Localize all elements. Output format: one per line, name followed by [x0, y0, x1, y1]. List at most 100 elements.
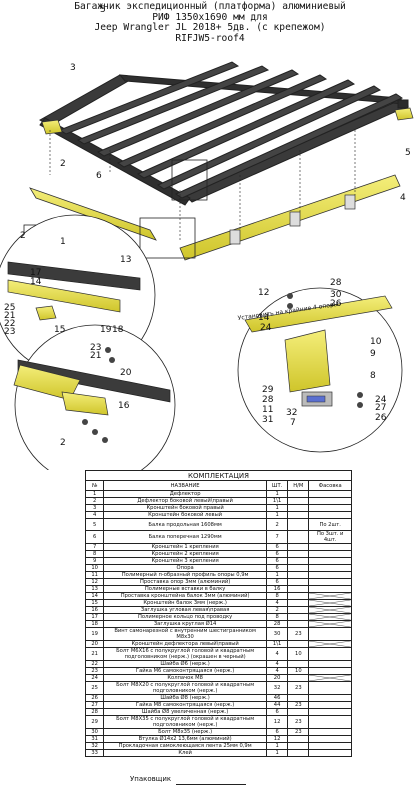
- row-num: 7: [84, 543, 105, 551]
- row-pack: [308, 627, 352, 641]
- title-line-4: RIFJW5-roof4: [175, 32, 245, 44]
- row-pack: [308, 701, 352, 709]
- row-name: Дефлектор боковой левый\правый: [103, 497, 267, 505]
- label-16: 16: [118, 401, 130, 411]
- header-name: НАЗВАНИЕ: [103, 480, 267, 491]
- label-21-b: 21: [90, 351, 101, 361]
- row-qty: 6: [265, 557, 289, 565]
- label-18: 18: [112, 325, 124, 335]
- row-name: Полимерный п-образный профиль опоры 0,9м: [103, 571, 267, 579]
- row-nm: 10: [287, 647, 310, 661]
- row-pack: [308, 694, 352, 702]
- row-name: Кронштейн балок 3мм (нерж.): [103, 599, 267, 607]
- row-nm: [287, 490, 310, 498]
- row-num: 2: [84, 497, 105, 505]
- label-10: 10: [370, 337, 382, 347]
- detail-bottom-beam: [17, 359, 171, 403]
- row-pack: [308, 592, 352, 600]
- row-name: Болт М6Х16 с полукруглой головой и квадр…: [103, 647, 267, 661]
- platform-frame: [39, 61, 409, 206]
- row-name: Гайка М6 самоконтрящаяся (нерж.): [103, 667, 267, 675]
- row-qty: 1\1: [265, 640, 289, 648]
- row-nm: 23: [287, 627, 310, 641]
- row-pack: [308, 660, 352, 668]
- row-nm: 23: [287, 701, 310, 709]
- row-pack: [308, 511, 352, 519]
- label-3: 3: [70, 63, 76, 73]
- row-name: Опора: [103, 564, 267, 572]
- label-29: 29: [262, 385, 274, 395]
- row-qty: 4: [265, 647, 289, 661]
- row-nm: [287, 749, 310, 757]
- cross-mark: [309, 614, 351, 620]
- row-num: 8: [84, 550, 105, 558]
- header-num: №: [84, 480, 105, 491]
- row-nm: 10: [287, 667, 310, 675]
- row-num: 5: [84, 518, 105, 531]
- crossbar-2: [76, 65, 270, 145]
- header-nm: Н/М: [287, 480, 310, 491]
- row-num: 11: [84, 571, 105, 579]
- row-name: Болт М8Х35 с полукруглой головой и квадр…: [103, 715, 267, 729]
- label-32: 32: [286, 408, 297, 418]
- row-pack: По 2шт.: [308, 518, 352, 531]
- cross-mark: [309, 675, 351, 681]
- label-28-b: 28: [262, 395, 274, 405]
- detail-top-cap: [35, 305, 57, 321]
- label-31: 31: [262, 415, 273, 425]
- row-name: Полимерное кольцо под проводку: [103, 613, 267, 621]
- row-nm: [287, 530, 310, 544]
- row-num: 26: [84, 694, 105, 702]
- row-pack: [308, 564, 352, 572]
- row-qty: 20: [265, 674, 289, 682]
- label-11: 11: [262, 405, 273, 415]
- row-nm: [287, 640, 310, 648]
- row-name: Винт самонарезной с внутренним шестигран…: [103, 627, 267, 641]
- row-pack: [308, 640, 352, 648]
- right-end-cap: [394, 107, 414, 121]
- detail-top-deflector: [7, 279, 121, 313]
- cross-mark: [309, 607, 351, 613]
- label-20: 20: [120, 368, 132, 378]
- row-pack: [308, 571, 352, 579]
- row-num: 4: [84, 511, 105, 519]
- label-1: 1: [60, 237, 66, 247]
- row-pack: [308, 728, 352, 736]
- row-nm: [287, 742, 310, 750]
- row-qty: 1: [265, 490, 289, 498]
- label-15: 15: [54, 325, 65, 335]
- row-nm: [287, 564, 310, 572]
- row-name: Полимерные вставки в балку: [103, 585, 267, 593]
- row-name: Шайба Ø8 (нерж.): [103, 694, 267, 702]
- row-name: Дефлектор: [103, 490, 267, 498]
- hardware-dots: [82, 293, 363, 443]
- cross-mark: [309, 641, 351, 647]
- row-qty: 8: [265, 613, 289, 621]
- crossbar-3: [96, 69, 300, 157]
- row-qty: 1: [265, 749, 289, 757]
- row-name: Заглушка угловая левая\правая: [103, 606, 267, 614]
- row-qty: 6: [265, 550, 289, 558]
- rail-supports: [229, 194, 356, 245]
- row-num: 15: [84, 599, 105, 607]
- cross-mark: [309, 600, 351, 606]
- label-14-b: 14: [258, 313, 270, 323]
- title-line-2: РИФ 1350х1690 мм для: [152, 11, 268, 23]
- row-pack: [308, 599, 352, 607]
- row-num: 31: [84, 735, 105, 743]
- row-num: 32: [84, 742, 105, 750]
- row-nm: 23: [287, 715, 310, 729]
- crossbar-7: [174, 93, 404, 199]
